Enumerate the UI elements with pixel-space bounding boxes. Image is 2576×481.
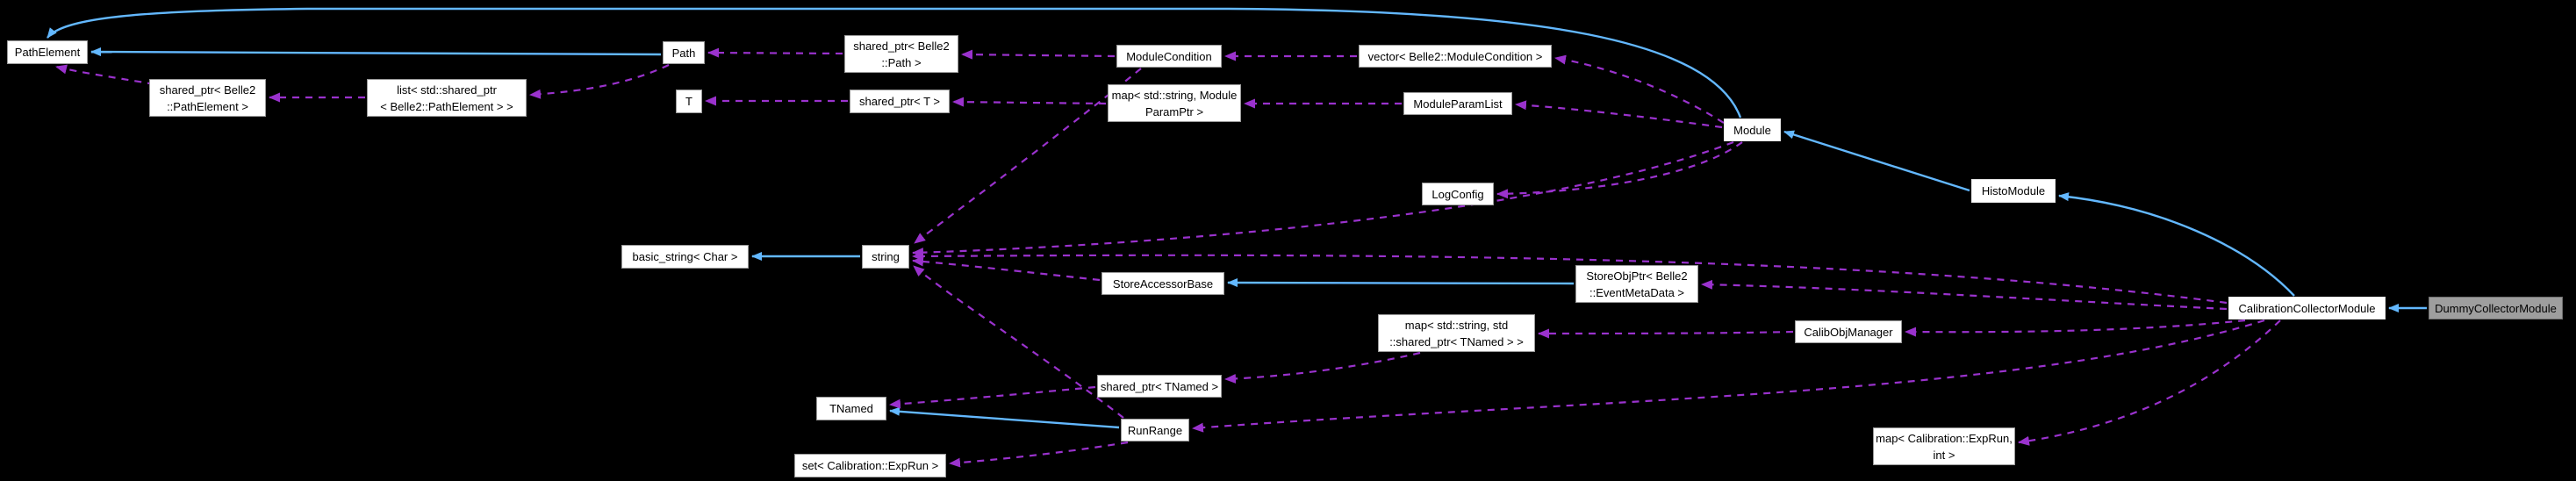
- node-dummy[interactable]: DummyCollectorModule: [2429, 297, 2563, 319]
- node-tnamed[interactable]: TNamed: [816, 397, 886, 420]
- node-moduleparamlist[interactable]: ModuleParamList: [1403, 92, 1512, 115]
- node-label-line: StoreObjPtr< Belle2: [1586, 269, 1688, 283]
- edge-ccm-to-calibobjmanager: [1905, 319, 2246, 337]
- edge-module-to-logconfig: [1496, 141, 1743, 199]
- edge-runrange-to-set-exprun: [949, 441, 1129, 468]
- node-label-line: ParamPtr >: [1144, 104, 1204, 118]
- node-runrange[interactable]: RunRange: [1121, 419, 1189, 442]
- edge-storeaccessorbase-to-string: [912, 256, 1101, 282]
- node-sp-path[interactable]: shared_ptr< Belle2::Path >: [844, 35, 958, 73]
- node-label-line: map< std::string, std: [1404, 318, 1509, 332]
- node-sp-t[interactable]: shared_ptr< T >: [850, 90, 950, 113]
- node-label-line: T: [685, 95, 692, 108]
- node-label-line: DummyCollectorModule: [2435, 301, 2557, 315]
- edge-sp-pathelement-to-pathelement: [55, 64, 155, 86]
- node-map-tnamed[interactable]: map< std::string, std::shared_ptr< TName…: [1378, 314, 1535, 352]
- node-label-line: int >: [1933, 448, 1955, 462]
- node-label-line: RunRange: [1127, 423, 1183, 437]
- node-path[interactable]: Path: [663, 41, 705, 64]
- edge-map-tnamed-to-sp-tnamed: [1224, 351, 1421, 384]
- node-label-line: ::Path >: [881, 55, 922, 69]
- edge-path-to-pathelement: [90, 47, 662, 57]
- node-label-line: basic_string< Char >: [632, 250, 738, 263]
- node-label-line: shared_ptr< Belle2: [853, 39, 950, 53]
- node-sp-tnamed[interactable]: shared_ptr< TNamed >: [1097, 375, 1222, 398]
- edge-ccm-to-storeobjptr: [1701, 279, 2228, 311]
- node-label-line: LogConfig: [1432, 187, 1484, 201]
- node-pathelement[interactable]: PathElement: [7, 40, 88, 64]
- node-storeobjptr[interactable]: StoreObjPtr< Belle2::EventMetaData >: [1575, 265, 1698, 303]
- node-histomodule[interactable]: HistoModule: [1971, 179, 2056, 203]
- node-label-line: CalibrationCollectorModule: [2238, 301, 2376, 315]
- node-label-line: TNamed: [829, 402, 873, 415]
- edge-modulecondition-to-string: [914, 68, 1142, 244]
- edge-calibobjmanager-to-map-tnamed: [1538, 328, 1794, 339]
- edge-module-to-pathelement: [47, 7, 1742, 118]
- node-label-line: PathElement: [14, 46, 81, 59]
- node-list-sp-pathelement[interactable]: list< std::shared_ptr< Belle2::PathEleme…: [367, 79, 527, 117]
- edge-ccm-to-string: [912, 251, 2228, 305]
- edge-module-to-moduleparamlist: [1515, 100, 1723, 129]
- edge-path-to-list-sp-pathelement: [529, 64, 670, 99]
- node-label-line: ::EventMetaData >: [1589, 285, 1685, 299]
- node-map-exprun[interactable]: map< Calibration::ExpRun,int >: [1873, 427, 2015, 465]
- node-label-line: Path: [671, 46, 696, 60]
- node-basic-string[interactable]: basic_string< Char >: [621, 245, 749, 269]
- node-label-line: map< std::string, Module: [1111, 88, 1238, 102]
- node-label-line: set< Calibration::ExpRun >: [801, 459, 939, 472]
- node-label-line: shared_ptr< TNamed >: [1100, 379, 1219, 393]
- edge-modulecondition-to-sp-path: [961, 49, 1116, 60]
- node-storeaccessorbase[interactable]: StoreAccessorBase: [1101, 272, 1224, 295]
- edge-storeobjptr-to-storeaccessorbase: [1227, 278, 1575, 288]
- node-label-line: shared_ptr< Belle2: [159, 83, 256, 97]
- node-vector-mc[interactable]: vector< Belle2::ModuleCondition >: [1359, 45, 1552, 68]
- node-label-line: shared_ptr< T >: [858, 95, 941, 108]
- edge-ccm-to-histomodule: [2058, 192, 2295, 297]
- edge-runrange-to-string: [913, 265, 1124, 419]
- edge-runrange-to-tnamed: [889, 406, 1120, 429]
- node-label-line: vector< Belle2::ModuleCondition >: [1367, 49, 1543, 63]
- node-label-line: CalibObjManager: [1804, 325, 1893, 339]
- node-sp-pathelement[interactable]: shared_ptr< Belle2::PathElement >: [149, 79, 266, 117]
- edge-ccm-to-map-exprun: [2018, 319, 2281, 446]
- node-label-line: ModuleParamList: [1413, 97, 1503, 111]
- node-label-line: ::shared_ptr< TNamed > >: [1389, 334, 1524, 348]
- edge-sp-path-to-path: [707, 47, 843, 58]
- node-label-line: Module: [1733, 123, 1771, 137]
- edge-module-to-vector-mc: [1554, 54, 1725, 124]
- edge-histomodule-to-module: [1783, 130, 1970, 192]
- node-label-line: < Belle2::PathElement > >: [380, 99, 513, 113]
- node-t[interactable]: T: [676, 90, 702, 113]
- edge-map-paramptr-to-sp-t: [952, 97, 1107, 107]
- node-label-line: ::PathElement >: [167, 99, 248, 113]
- node-label-line: StoreAccessorBase: [1112, 276, 1214, 291]
- node-label-line: ModuleCondition: [1126, 49, 1212, 63]
- node-calibobjmanager[interactable]: CalibObjManager: [1795, 320, 1902, 343]
- node-label-line: map< Calibration::ExpRun,: [1876, 431, 2013, 445]
- node-label-line: string: [872, 250, 900, 263]
- node-logconfig[interactable]: LogConfig: [1422, 183, 1494, 205]
- node-label-line: HistoModule: [1981, 184, 2046, 197]
- node-ccm[interactable]: CalibrationCollectorModule: [2228, 297, 2386, 319]
- node-module[interactable]: Module: [1724, 118, 1781, 141]
- edge-ccm-to-runrange: [1192, 319, 2265, 433]
- edge-module-to-string: [912, 140, 1734, 258]
- node-string[interactable]: string: [862, 245, 909, 269]
- node-set-exprun[interactable]: set< Calibration::ExpRun >: [794, 454, 946, 477]
- edge-sp-tnamed-to-tnamed: [889, 385, 1096, 409]
- node-label-line: list< std::shared_ptr: [397, 83, 497, 97]
- node-modulecondition[interactable]: ModuleCondition: [1116, 45, 1222, 68]
